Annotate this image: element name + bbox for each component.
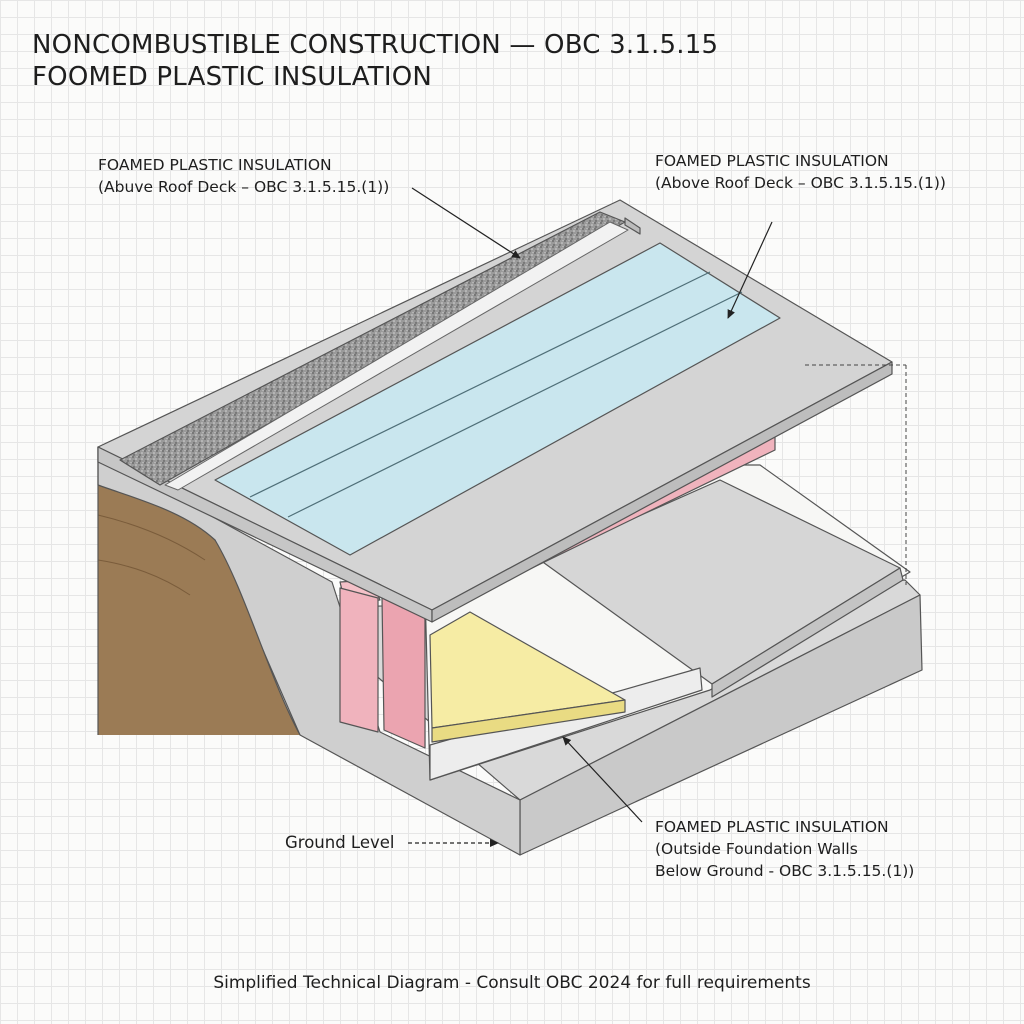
label-top-right-line2: (Above Roof Deck – OBC 3.1.5.15.(1)) [655,174,946,192]
page-subtitle: FOOMED PLASTIC INSULATION [32,62,433,92]
dimension-line [805,364,907,585]
label-top-left: FOAMED PLASTIC INSULATION (Abuve Roof De… [98,154,389,198]
leader-arrow-top-right [727,221,773,319]
footer-note: Simplified Technical Diagram - Consult O… [213,973,811,993]
label-top-right: FOAMED PLASTIC INSULATION (Above Roof De… [655,150,946,194]
leader-lines [408,187,773,847]
leader-arrow-bottom-right [562,736,643,823]
blue-insulation [214,242,781,556]
label-top-left-line2: (Abuve Roof Deck – OBC 3.1.5.15.(1)) [98,178,390,196]
yellow-insulation [429,611,626,743]
soil-section [97,446,521,856]
ground-level-label: Ground Level [285,833,395,852]
label-top-left-line1: FOAMED PLASTIC INSULATION [98,156,332,174]
label-bottom-right-line2: (Outside Foundation Walls [655,840,858,858]
label-bottom-right: FOAMED PLASTIC INSULATION (Outside Found… [655,816,914,882]
label-bottom-right-line1: FOAMED PLASTIC INSULATION [655,818,889,836]
label-top-right-line1: FOAMED PLASTIC INSULATION [655,152,889,170]
leader-arrow-top-left [411,187,521,259]
label-bottom-right-line3: Below Ground - OBC 3.1.5.15.(1)) [655,862,915,880]
page-title: NONCOMBUSTIBLE CONSTRUCTION — OBC 3.1.5.… [32,30,719,60]
